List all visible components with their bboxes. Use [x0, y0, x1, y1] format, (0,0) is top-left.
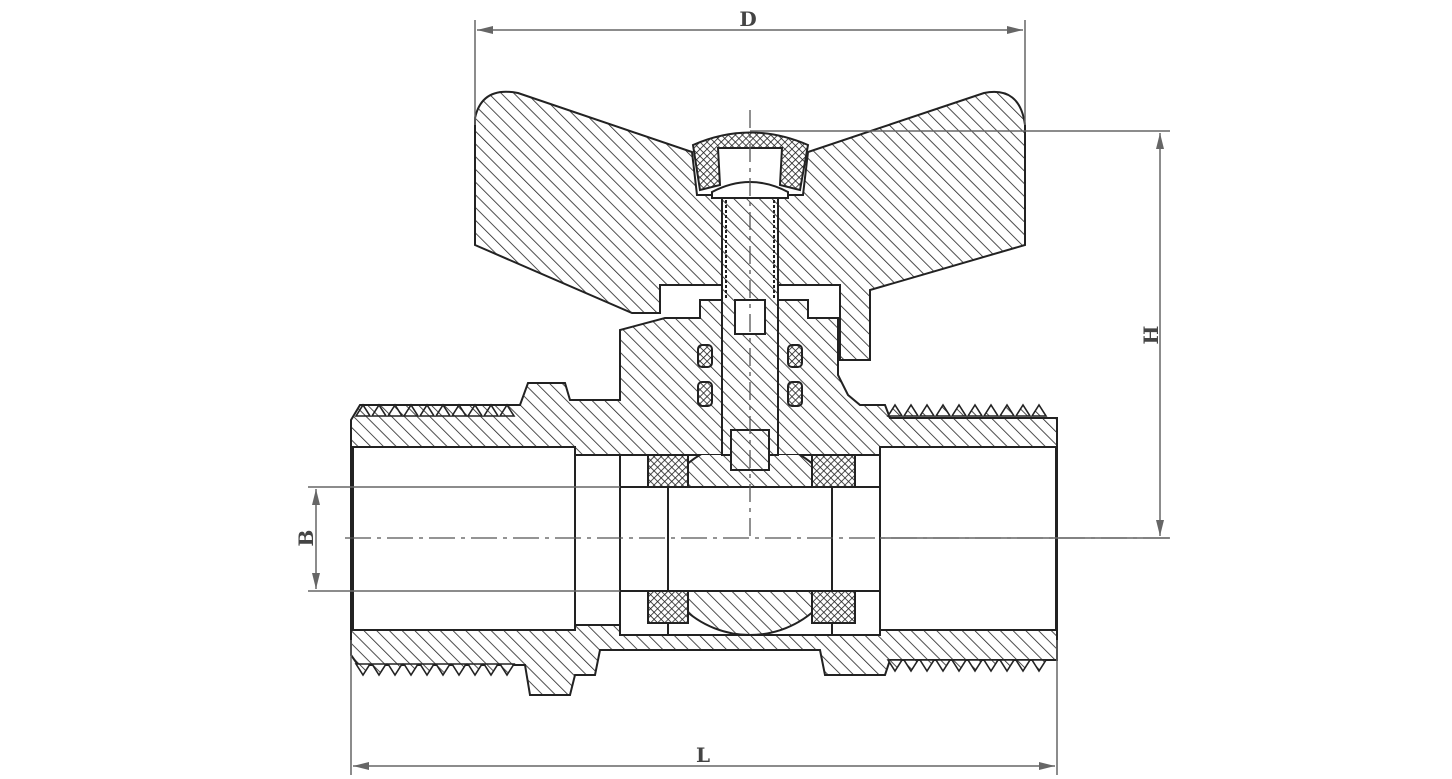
thread-tooth — [982, 403, 1000, 417]
stem-screw — [725, 200, 775, 300]
dimension-b: B — [294, 486, 620, 592]
thread-tooth — [370, 663, 388, 677]
seat-bottom-right — [811, 590, 856, 624]
thread-tooth — [386, 403, 404, 417]
thread-tooth — [354, 663, 372, 677]
thread-tooth — [902, 403, 920, 417]
pipe-threads — [354, 403, 1048, 677]
dimension-d-label: D — [739, 7, 756, 31]
thread-tooth — [950, 403, 968, 417]
thread-tooth — [386, 663, 404, 677]
left-bore-step — [574, 454, 621, 626]
o-ring-left-2 — [697, 381, 713, 407]
thread-tooth — [934, 659, 952, 673]
thread-tooth — [1014, 659, 1032, 673]
thread-tooth — [466, 403, 484, 417]
thread-tooth — [998, 659, 1016, 673]
dimension-l-label: L — [696, 743, 710, 767]
thread-tooth — [902, 659, 920, 673]
thread-tooth — [418, 403, 436, 417]
thread-tooth — [482, 663, 500, 677]
thread-tooth — [498, 663, 516, 677]
thread-tooth — [450, 663, 468, 677]
thread-tooth — [998, 403, 1016, 417]
o-ring-left-1 — [697, 344, 713, 368]
thread-tooth — [450, 403, 468, 417]
seat-top-right — [811, 454, 856, 488]
dimension-l: L — [350, 640, 1058, 775]
thread-tooth — [466, 663, 484, 677]
dimension-b-label: B — [294, 530, 318, 547]
thread-tooth — [402, 663, 420, 677]
thread-tooth — [434, 403, 452, 417]
thread-tooth — [1030, 403, 1048, 417]
thread-tooth — [982, 659, 1000, 673]
thread-tooth — [934, 403, 952, 417]
o-ring-right-2 — [787, 381, 803, 407]
thread-tooth — [966, 403, 984, 417]
thread-tooth — [950, 659, 968, 673]
thread-tooth — [498, 403, 516, 417]
dimension-d: D — [474, 7, 1026, 125]
dimension-h: H — [750, 130, 1170, 539]
thread-tooth — [918, 403, 936, 417]
dimension-h-label: H — [1139, 326, 1163, 345]
thread-tooth — [354, 403, 372, 417]
thread-tooth — [966, 659, 984, 673]
seat-bottom-left — [647, 590, 689, 624]
thread-tooth — [918, 659, 936, 673]
thread-tooth — [886, 403, 904, 417]
handle-left-wing — [474, 90, 723, 314]
flow-passage — [619, 486, 881, 592]
seat-top-left — [647, 454, 689, 488]
thread-tooth — [402, 403, 420, 417]
handle-right-wing — [777, 91, 1026, 361]
thread-tooth — [370, 403, 388, 417]
thread-tooth — [482, 403, 500, 417]
thread-tooth — [418, 663, 436, 677]
thread-tooth — [886, 659, 904, 673]
o-ring-right-1 — [787, 344, 803, 368]
thread-tooth — [1030, 659, 1048, 673]
thread-tooth — [1014, 403, 1032, 417]
thread-tooth — [434, 663, 452, 677]
